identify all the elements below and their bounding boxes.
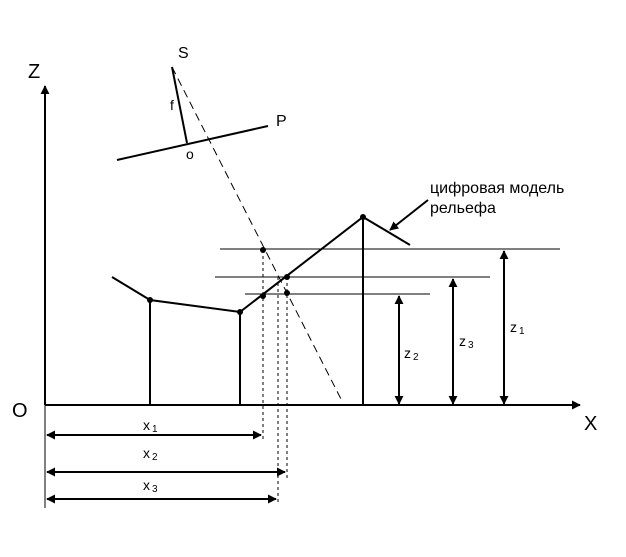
x-axis-label: X <box>584 413 597 435</box>
intersection-point <box>260 293 266 299</box>
annotation-line-2: рельефа <box>430 200 496 217</box>
terrain-node <box>237 309 243 315</box>
origin-label: O <box>12 400 28 422</box>
image-plane-line <box>116 125 269 161</box>
terrain-node <box>147 297 153 303</box>
z-axis-label: Z <box>28 61 40 83</box>
principal-point-label: o <box>186 146 194 162</box>
projection-ray <box>171 66 344 404</box>
annotation-pointer-arrow <box>389 199 429 231</box>
annotation-line-1: цифровая модель <box>430 180 564 197</box>
intersection-point <box>284 290 290 296</box>
projection-center-label: S <box>178 45 189 62</box>
terrain-node <box>360 214 366 220</box>
focal-length-line <box>171 66 188 144</box>
image-plane-label: P <box>276 113 287 130</box>
focal-length-label: f <box>170 97 174 113</box>
